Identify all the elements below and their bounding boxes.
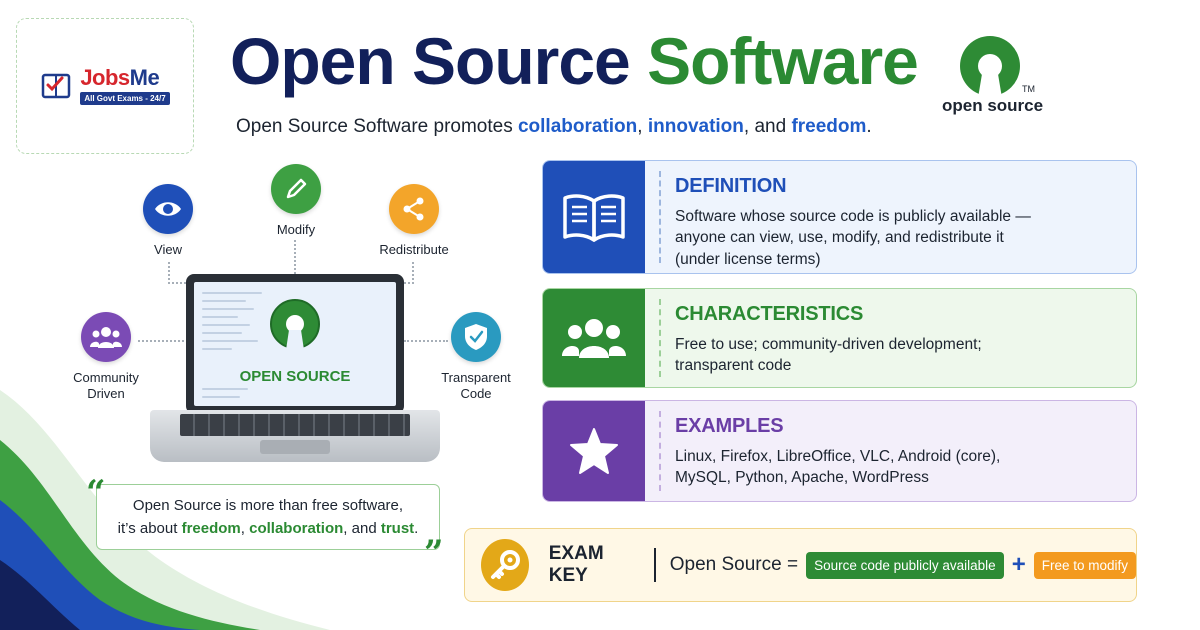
brand-name: JobsMe [80, 65, 160, 90]
characteristics-title: CHARACTERISTICS [675, 303, 864, 325]
exam-key-separator [653, 548, 656, 582]
connector-view [168, 262, 170, 284]
open-source-logo-icon [270, 299, 320, 350]
share-icon [389, 184, 439, 234]
eye-icon [143, 184, 193, 234]
page-title: Open Source Software [230, 24, 919, 98]
connector-transparent [404, 340, 448, 342]
exam-key-pill-free-modify: Free to modify [1033, 551, 1136, 579]
definition-card: DEFINITION Software whose source code is… [542, 160, 1137, 274]
laptop-screen: OPEN SOURCE [194, 282, 396, 406]
plus-sign: + [1011, 551, 1026, 578]
pencil-icon [271, 164, 321, 214]
trademark-mark: TM [1022, 84, 1035, 94]
connector-view-h [168, 282, 190, 284]
examples-text: Linux, Firefox, LibreOffice, VLC, Androi… [675, 448, 1001, 487]
shield-check-icon [451, 312, 501, 362]
trackpad [260, 440, 330, 454]
connector-modify [294, 240, 296, 274]
subtitle: Open Source Software promotes collaborat… [236, 116, 872, 137]
decorative-wave [0, 390, 330, 630]
close-quote-mark: ” [424, 533, 444, 573]
quote-box: Open Source is more than free software, … [96, 484, 440, 550]
characteristics-text: Free to use; community-driven developmen… [675, 336, 982, 375]
keyboard [180, 414, 410, 436]
feature-redistribute: Redistribute [369, 184, 459, 258]
examples-title: EXAMPLES [675, 415, 784, 437]
key-icon [481, 539, 529, 591]
feature-modify: Modify [251, 164, 341, 238]
book-check-icon [42, 73, 71, 99]
exam-key-pill-source-code: Source code publicly available [806, 551, 1004, 579]
people-icon [81, 312, 131, 362]
examples-card: EXAMPLES Linux, Firefox, LibreOffice, VL… [542, 400, 1137, 502]
exam-key-box: EXAM KEY Open Source = Source code publi… [464, 528, 1137, 602]
star-icon [543, 401, 645, 501]
definition-title: DEFINITION [675, 175, 787, 197]
connector-community [138, 340, 188, 342]
definition-text: Software whose source code is publicly a… [675, 208, 1031, 268]
group-icon [543, 289, 645, 387]
brand-logo-box[interactable]: JobsMe All Govt Exams - 24/7 [16, 18, 194, 154]
book-icon [543, 161, 645, 273]
laptop-illustration: OPEN SOURCE [150, 270, 440, 470]
characteristics-card: CHARACTERISTICS Free to use; community-d… [542, 288, 1137, 388]
connector-redistribute [412, 262, 414, 284]
feature-view: View [123, 184, 213, 258]
exam-key-equation: Open Source = [669, 554, 799, 575]
open-source-logo-icon [960, 36, 1020, 98]
open-quote-mark: “ [86, 473, 106, 513]
open-source-logo-text: open source [942, 96, 1044, 115]
brand-tagline: All Govt Exams - 24/7 [80, 92, 170, 105]
exam-key-label: EXAM KEY [548, 543, 604, 586]
laptop-screen-text: OPEN SOURCE [239, 368, 351, 385]
